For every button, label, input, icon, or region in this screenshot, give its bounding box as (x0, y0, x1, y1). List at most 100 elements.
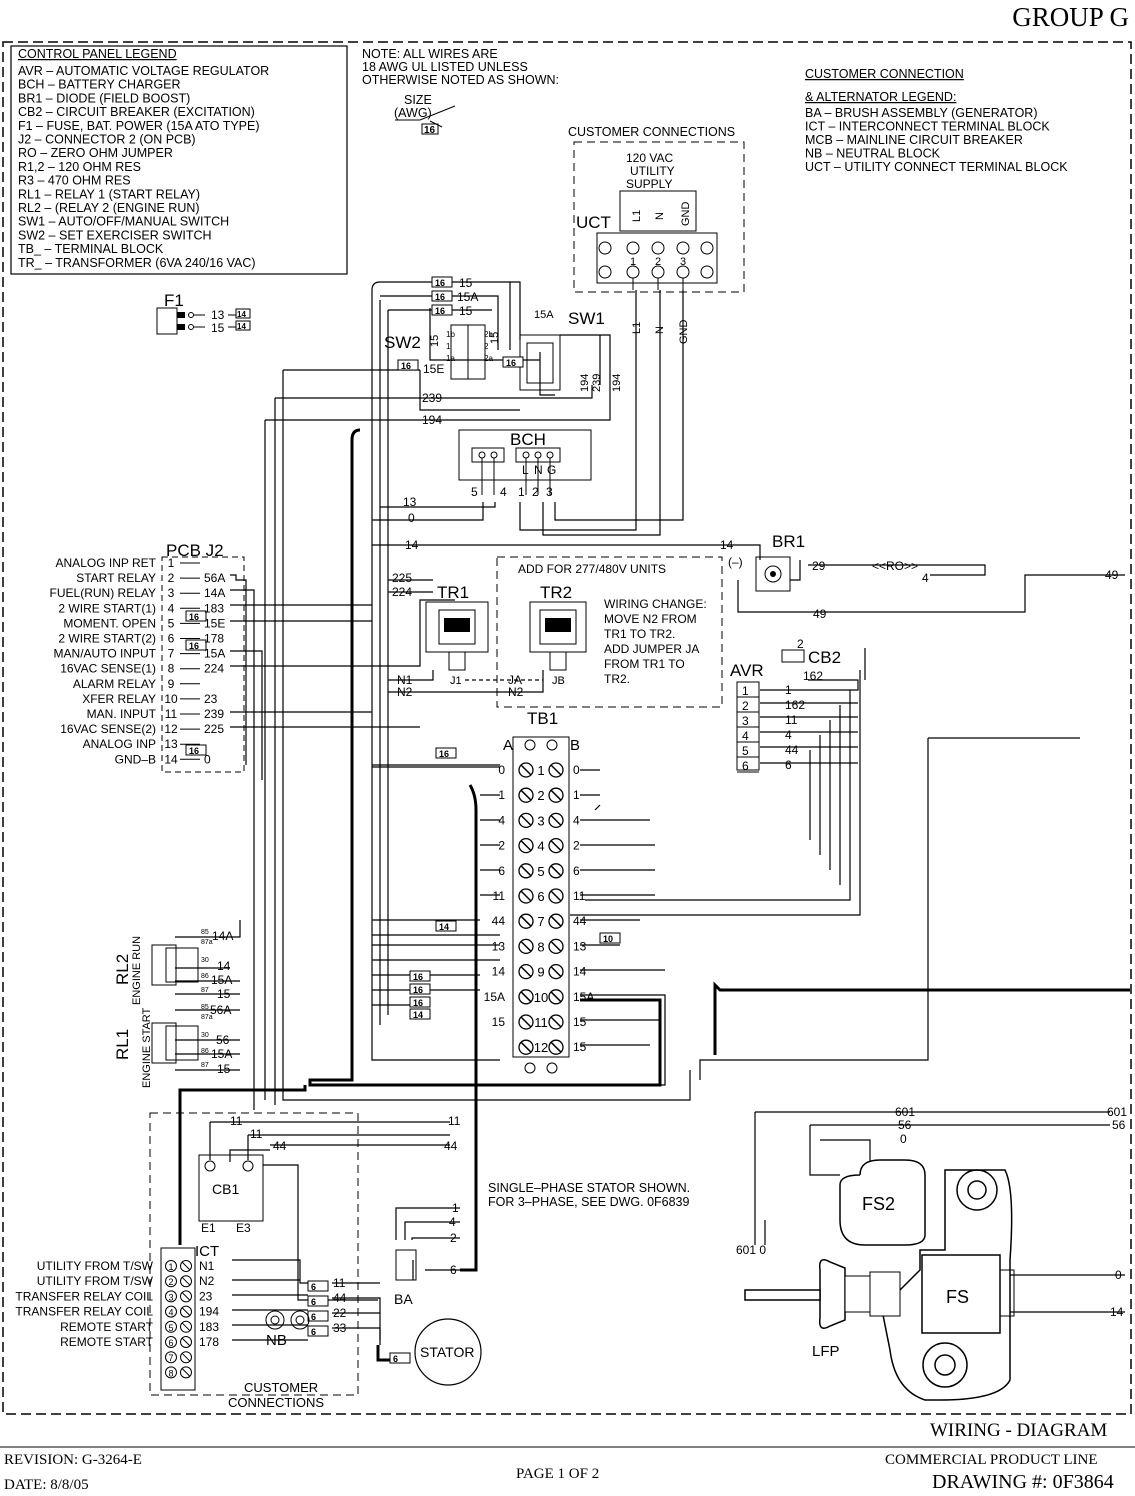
date: DATE: 8/8/05 (4, 1477, 89, 1493)
ict-label: REMOTE START (60, 1335, 154, 1349)
ict-number-circle (165, 1290, 177, 1303)
svg-text:11: 11 (250, 1127, 263, 1141)
pcb-pin-number: 1 (168, 556, 175, 570)
screw-icon (524, 739, 536, 751)
relay-pin-label: 87 (201, 987, 209, 994)
svg-text:2: 2 (532, 485, 539, 499)
ict-label: UTILITY FROM T/SW (37, 1274, 154, 1288)
avr-terminal-number: 4 (742, 729, 749, 743)
wire-gauge-tag (431, 276, 453, 288)
customer-legend-item: BA – BRUSH ASSEMBLY (GENERATOR) (805, 106, 1037, 120)
stator-note-2: FOR 3–PHASE, SEE DWG. 0F6839 (488, 1195, 690, 1209)
wire-gauge-tag (431, 304, 453, 316)
svg-text:NOTE: ALL WIRES ARE: NOTE: ALL WIRES ARE (362, 47, 498, 61)
svg-text:N1: N1 (397, 673, 413, 687)
relay-pin-label: 87a (201, 939, 213, 946)
screw-slot (181, 1292, 191, 1301)
relay-pin-label: 85 (201, 1004, 209, 1011)
pcb-pin-number: 6 (168, 632, 175, 646)
tb1-right-wire: 44 (573, 914, 587, 928)
svg-text:162: 162 (803, 669, 823, 683)
svg-text:STATOR: STATOR (420, 1344, 474, 1360)
screw-slot (550, 1016, 562, 1028)
pcb-pin-number: 4 (168, 601, 175, 615)
wire-gauge-value: 16 (506, 358, 516, 368)
tb1-terminal-number: 10 (534, 990, 548, 1005)
svg-text:BR1: BR1 (772, 532, 805, 551)
svg-text:56: 56 (898, 1118, 912, 1132)
svg-text:601 0: 601 0 (736, 1243, 766, 1257)
tb1-terminal-number: 1 (537, 763, 544, 778)
wire-gauge-value: 16 (435, 292, 445, 302)
screw-icon (598, 265, 612, 279)
product-line: COMMERCIAL PRODUCT LINE (885, 1452, 1098, 1468)
legend-item: RL2 – (RELAY 2 (ENGINE RUN) (18, 201, 200, 215)
svg-text:FS2: FS2 (862, 1194, 895, 1214)
svg-text:OTHERWISE NOTED AS SHOWN:: OTHERWISE NOTED AS SHOWN: (362, 73, 559, 87)
wire-gauge-value: 16 (435, 278, 445, 288)
avr-wire: 11 (785, 713, 798, 727)
svg-text:15E: 15E (423, 362, 444, 376)
screw-slot (181, 1261, 191, 1271)
svg-text:15A: 15A (211, 973, 232, 987)
screw-icon (700, 265, 714, 279)
relay-pin-label: 86 (201, 1048, 209, 1055)
pcb-pin-label: GND–B (115, 752, 156, 766)
svg-text:5: 5 (471, 485, 478, 499)
customer-legend-item: MCB – MAINLINE CIRCUIT BREAKER (805, 133, 1023, 147)
tb1-left-wire: 44 (492, 914, 506, 928)
uct-number: 2 (655, 256, 661, 268)
svg-text:15: 15 (217, 987, 231, 1001)
svg-text:GND: GND (678, 320, 690, 345)
pcb-pin-label: MAN/AUTO INPUT (54, 647, 157, 661)
svg-text:4: 4 (500, 485, 507, 499)
legend-item: SW2 – SET EXERCISER SWITCH (18, 228, 212, 242)
ict-number-circle (165, 1275, 177, 1288)
svg-text:J1: J1 (450, 675, 462, 687)
svg-text:194: 194 (579, 374, 591, 392)
svg-text:33: 33 (333, 1321, 347, 1335)
pcb-pin-number: 14 (164, 752, 178, 766)
svg-text:1: 1 (452, 1201, 459, 1215)
screw-slot (550, 840, 562, 852)
avr-terminal-number: 3 (742, 714, 749, 728)
pcb-pin-number: 5 (168, 616, 175, 630)
screw-icon (524, 1062, 536, 1074)
group-label: GROUP G (1012, 2, 1129, 32)
svg-text:2: 2 (797, 637, 804, 651)
screw-slot (520, 789, 532, 801)
legend-item: J2 – CONNECTOR 2 (ON PCB) (18, 133, 196, 147)
wire-gauge-tag (409, 983, 431, 995)
pcb-pin-label: 2 WIRE START(1) (58, 601, 156, 615)
pcb-pin-number: 12 (164, 722, 178, 736)
svg-text:4: 4 (922, 571, 929, 585)
svg-text:B: B (570, 737, 580, 754)
tb1-right-wire: 14 (573, 965, 587, 979)
pcb-pin-wire: 224 (204, 662, 224, 676)
tb1-left-wire: 6 (498, 864, 505, 878)
svg-text:ENGINE RUN: ENGINE RUN (131, 936, 143, 1005)
screw-icon (598, 241, 612, 255)
ict-number-circle (165, 1366, 177, 1379)
ict-label: REMOTE START (60, 1320, 154, 1334)
svg-text:44: 44 (273, 1139, 287, 1153)
svg-text:N2: N2 (397, 685, 413, 699)
svg-text:13: 13 (403, 495, 417, 509)
transformer-tr1: TR1 J1 (425, 583, 489, 687)
wire-gauge-value: 16 (189, 612, 199, 622)
ict-number-circle (165, 1260, 177, 1272)
avr-wire: 44 (785, 743, 799, 757)
legend-title: CONTROL PANEL LEGEND (18, 47, 177, 61)
ict-wire: 23 (199, 1289, 213, 1303)
wire-gauge-tag (409, 970, 431, 982)
screw-slot (520, 814, 532, 826)
diode-br1: BR1 (–) 29 <<RO>> 4 49 49 (728, 532, 1119, 621)
tb1-right-wire: 1 (573, 788, 580, 802)
svg-text:LFP: LFP (812, 1343, 840, 1360)
wire-gauge-tag (185, 639, 207, 651)
tr2-note-box: ADD FOR 277/480V UNITS TR2 JB WIRING CHA… (496, 556, 723, 708)
wire-gauge-value: 16 (413, 972, 423, 982)
svg-text:15A: 15A (211, 1047, 232, 1061)
tb1-right-wire: 6 (573, 864, 580, 878)
